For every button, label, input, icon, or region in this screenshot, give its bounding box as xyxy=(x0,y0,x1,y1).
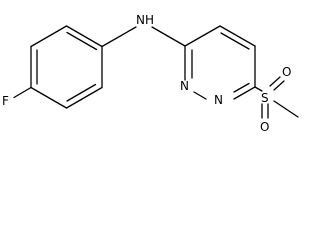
bond xyxy=(65,86,103,109)
bond xyxy=(30,25,68,48)
amine-n-label: N xyxy=(136,13,145,27)
c-s-bond xyxy=(254,86,263,92)
bond xyxy=(184,25,221,47)
oxygen-bottom-label: O xyxy=(260,120,269,134)
ring-n1-label: N xyxy=(180,79,189,93)
bond xyxy=(219,25,256,47)
s-o-top-bond xyxy=(269,76,281,87)
fluorine-label: F xyxy=(2,94,9,108)
bond xyxy=(233,86,256,100)
ring-n2-label: N xyxy=(214,93,223,107)
pyridazine-ring xyxy=(184,25,256,100)
bond xyxy=(65,25,103,48)
c-f-bond xyxy=(13,86,32,99)
sulfur-label: S xyxy=(261,91,269,105)
double-bond-inner xyxy=(66,83,97,102)
s-o-top-bond xyxy=(273,80,285,91)
amine-h-label: H xyxy=(145,13,154,27)
bond xyxy=(193,91,207,100)
bond xyxy=(30,86,68,109)
fluorophenyl-ring xyxy=(30,25,103,109)
double-bond-inner xyxy=(66,31,98,51)
structure-diagram: F N H N N S O O xyxy=(2,13,299,134)
double-bond-inner xyxy=(233,82,250,93)
nh-pyridazine-bond xyxy=(151,26,186,47)
aryl-nh-bond xyxy=(101,26,137,48)
double-bond-inner xyxy=(220,32,250,50)
molecule-canvas: F N H N N S O O xyxy=(2,13,299,134)
oxygen-top-label: O xyxy=(282,65,291,79)
s-methyl-bond xyxy=(273,100,299,118)
